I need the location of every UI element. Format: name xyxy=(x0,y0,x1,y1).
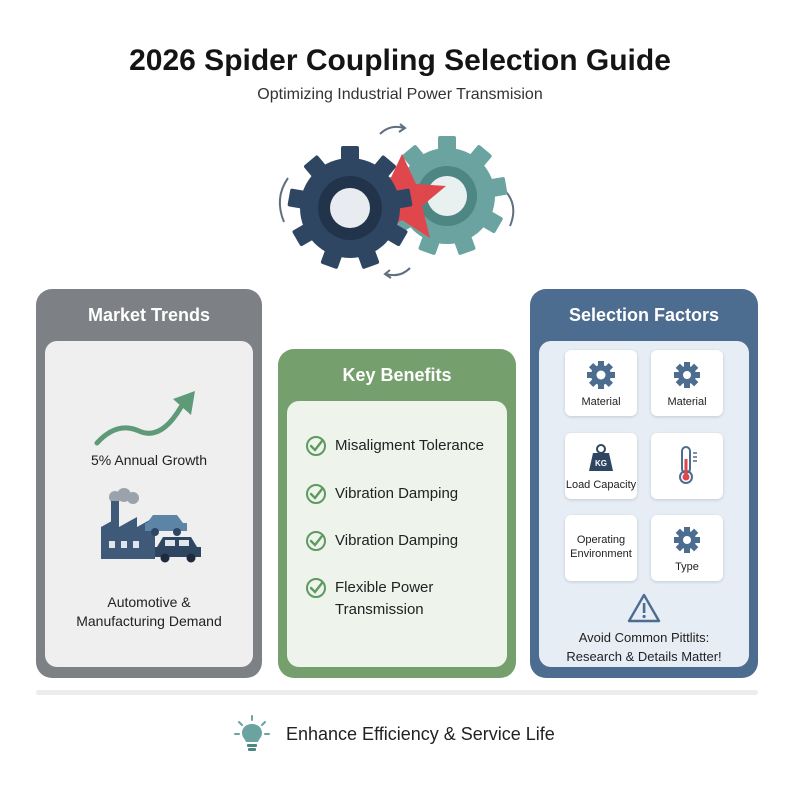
selection-factors-title: Selection Factors xyxy=(568,305,720,325)
benefit-text-line1: Flexible Power xyxy=(335,579,434,596)
benefit-text: Vibration Damping xyxy=(335,532,459,549)
benefit-text-line2: Transmission xyxy=(335,601,424,618)
check-circle-icon xyxy=(306,484,326,504)
factory-and-cars-icon xyxy=(101,488,201,563)
coupling-illustration xyxy=(262,118,538,288)
key-benefits-content: Misaligment Tolerance Vibration Damping … xyxy=(287,401,507,667)
footer-text: Enhance Efficiency & Service Life xyxy=(286,723,555,744)
footer: Enhance Efficiency & Service Life xyxy=(232,712,632,756)
factor-label: Type xyxy=(675,561,699,573)
benefit-item: Misaligment Tolerance xyxy=(305,435,505,457)
warning-triangle-icon xyxy=(627,593,661,623)
gear-icon xyxy=(674,362,700,388)
warning-text-line2: Research & Details Matter! xyxy=(566,649,722,664)
selection-factors-content: Material Material KG Load Capacity xyxy=(539,341,749,667)
factor-tile-type: Type xyxy=(651,515,723,581)
market-trends-content: 5% Annual Growth Automotive & Manufactur… xyxy=(45,341,253,667)
key-benefits-title: Key Benefits xyxy=(342,365,452,385)
selection-factors-panel: Selection Factors Material Material xyxy=(530,289,758,678)
footer-divider xyxy=(36,690,758,695)
trend-up-arrow-icon xyxy=(94,391,195,446)
check-circle-icon xyxy=(306,436,326,456)
factor-tile-environment xyxy=(651,433,723,499)
key-benefits-panel: Key Benefits Misaligment Tolerance Vibra… xyxy=(278,349,516,678)
factor-label-line2: Environment xyxy=(570,548,632,560)
warning-text-line1: Avoid Common Pittlits: xyxy=(578,630,710,645)
thermometer-icon xyxy=(679,446,697,484)
check-circle-icon xyxy=(306,531,326,551)
demand-label-line2: Manufacturing Demand xyxy=(76,613,222,629)
benefit-item: Vibration Damping xyxy=(305,530,505,552)
page-title: 2026 Spider Coupling Selection Guide xyxy=(129,44,671,77)
market-trends-panel: Market Trends 5% Annual Growth Automotiv… xyxy=(36,289,262,678)
spider-coupling-gears-icon xyxy=(278,123,515,279)
lightbulb-icon xyxy=(234,715,270,751)
benefit-text: Vibration Damping xyxy=(335,485,459,502)
factor-label: Material xyxy=(581,396,621,408)
factor-label: Material xyxy=(667,396,707,408)
factor-tile-load-capacity: KG Load Capacity xyxy=(565,433,637,499)
weight-badge: KG xyxy=(595,459,607,468)
market-trends-title: Market Trends xyxy=(87,305,211,325)
factor-label: Load Capacity xyxy=(565,479,637,491)
check-circle-icon xyxy=(306,578,326,598)
factor-tile-material: Material xyxy=(565,350,637,416)
benefit-item: Vibration Damping xyxy=(305,483,505,505)
benefit-text: Misaligment Tolerance xyxy=(335,437,484,454)
factor-tile-operating-environment: Operating Environment xyxy=(565,515,637,581)
factor-tile-material: Material xyxy=(651,350,723,416)
page-subtitle: Optimizing Industrial Power Transmision xyxy=(257,86,543,103)
demand-label-line1: Automotive & xyxy=(107,594,191,610)
weight-kg-icon: KG xyxy=(589,444,613,471)
gear-icon xyxy=(587,361,615,389)
gear-icon xyxy=(674,527,700,553)
factor-label-line1: Operating xyxy=(576,534,626,546)
growth-label: 5% Annual Growth xyxy=(91,452,207,468)
